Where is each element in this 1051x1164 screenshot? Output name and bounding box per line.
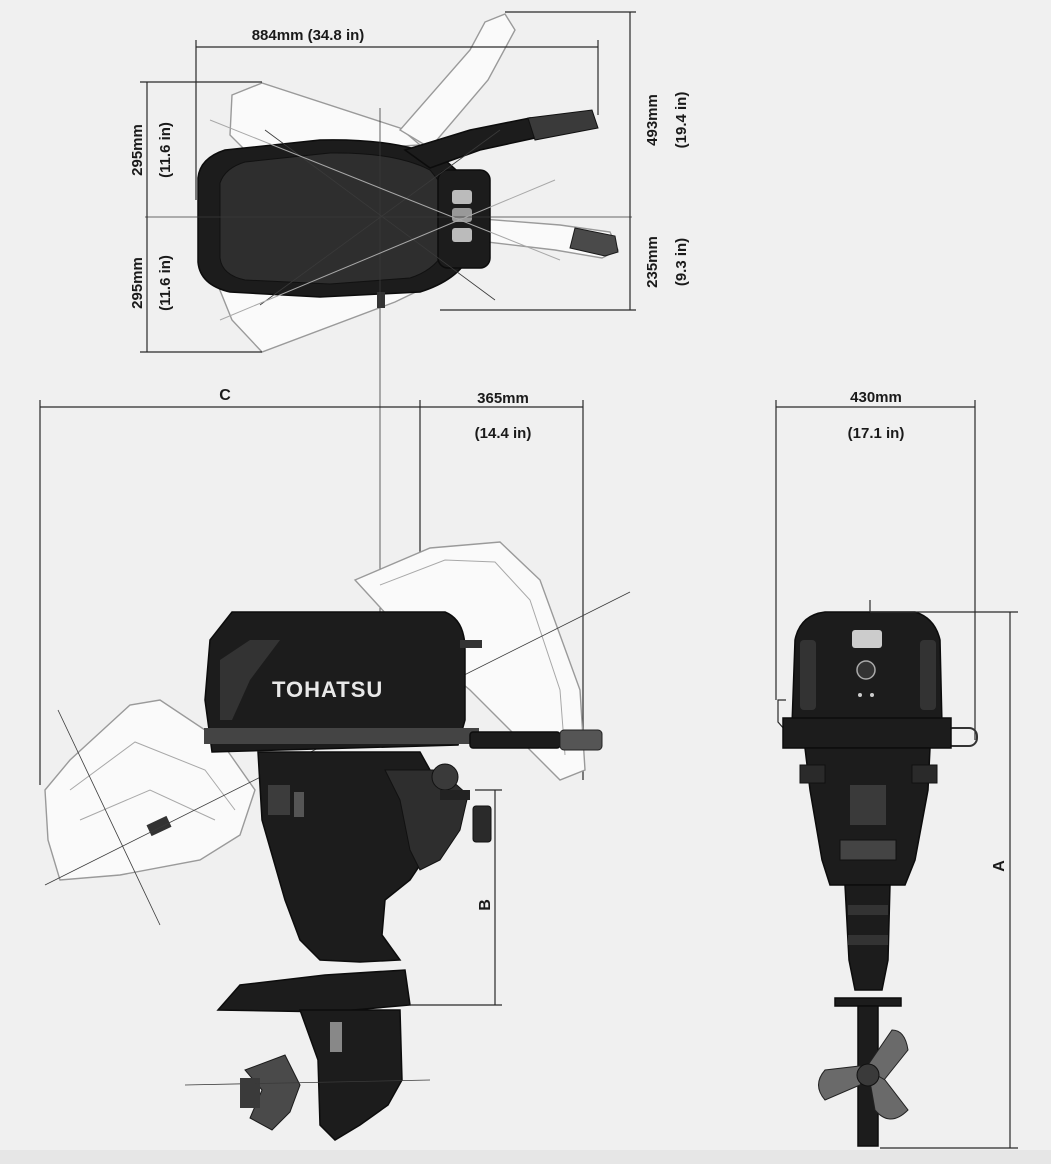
front-key-switch [856, 660, 876, 680]
front-label-plate [852, 630, 882, 648]
dim-a-label: A [991, 860, 1008, 872]
front-cowling-vent [800, 640, 816, 710]
dim-right-lower-in: (9.3 in) [673, 238, 690, 286]
front-left-handle [777, 699, 786, 731]
side-cowling-highlight [220, 640, 280, 720]
side-trim-line-2 [57, 709, 161, 926]
bottom-edge-band [0, 1150, 1051, 1164]
side-clamp-knob [431, 763, 459, 791]
dim-365-in: (14.4 in) [475, 425, 532, 442]
front-mid-right-bracket [911, 764, 938, 784]
side-tiller-grip [559, 729, 603, 751]
side-ghost-lower-detail-2 [79, 789, 216, 821]
top-control-button-3 [452, 228, 472, 242]
top-ghost-tiller-grip-lower [569, 227, 619, 257]
top-bottom-stud [377, 292, 385, 308]
side-mid-port [294, 792, 304, 817]
front-shaft-ring-2 [848, 935, 888, 945]
front-prop-hub [856, 1063, 880, 1087]
top-cross-diag-2 [259, 129, 501, 306]
side-cavitation-plate [216, 969, 411, 1013]
dim-430-mm: 430mm [850, 389, 902, 406]
top-cross-diag-4 [219, 179, 556, 321]
dim-430-in: (17.1 in) [848, 425, 905, 442]
dim-right-upper-in: (19.4 in) [673, 92, 690, 149]
top-main-tiller-grip [527, 109, 599, 141]
front-shaft-ring-1 [848, 905, 888, 915]
top-view: 884mm (34.8 in) 295mm (11.6 in) 295mm (1… [129, 11, 690, 353]
side-mid-detail [268, 785, 290, 815]
side-cowling-band [204, 728, 479, 744]
side-clamp-screw [440, 790, 470, 800]
front-cowling-vent-right [920, 640, 936, 710]
front-view: 430mm (17.1 in) [775, 389, 1018, 1149]
dim-b-label: B [477, 899, 494, 911]
front-clamp-plate [839, 839, 897, 861]
side-brand-logo: TOHATSU [272, 677, 383, 702]
dim-left-upper-mm: 295mm [129, 124, 146, 176]
top-cowling-inner [219, 152, 446, 285]
side-tiller-handle [469, 731, 561, 749]
side-top-stud [460, 640, 482, 648]
front-indicator-right [870, 693, 874, 697]
front-mid-center [850, 785, 886, 825]
dim-c-label: C [219, 387, 231, 404]
front-prop-blade-bottom [867, 1069, 909, 1120]
dim-884-label: 884mm (34.8 in) [252, 27, 365, 44]
dim-left-lower-mm: 295mm [129, 257, 146, 309]
dim-left-lower-in: (11.6 in) [157, 255, 174, 311]
dim-left-upper-in: (11.6 in) [157, 122, 174, 178]
side-prop-shaft-line [184, 1079, 431, 1086]
front-cavitation-plate [834, 997, 902, 1007]
side-ghost-lower-detail-1 [69, 741, 236, 811]
dim-right-lower-mm: 235mm [644, 236, 661, 288]
front-prop-blade-left [818, 1064, 869, 1101]
front-cowling-band [782, 717, 952, 749]
top-control-button-1 [452, 190, 472, 204]
front-indicator-left [858, 693, 862, 697]
dim-right-upper-mm: 493mm [644, 94, 661, 146]
side-prop-hub [240, 1078, 260, 1108]
side-lower-water-intake [330, 1022, 342, 1052]
side-ghost-tilt-inner [379, 559, 566, 756]
top-control-button-2 [452, 208, 472, 222]
front-mid-left-bracket [799, 764, 826, 784]
top-cross-diag-1 [264, 129, 496, 301]
side-clamp-handle [472, 805, 492, 843]
side-lower-unit [298, 1009, 403, 1141]
side-view: C 365mm (14.4 in) TOHATSU [39, 387, 631, 1141]
top-cross-diag-3 [209, 119, 561, 261]
dim-365-mm: 365mm [477, 390, 529, 407]
